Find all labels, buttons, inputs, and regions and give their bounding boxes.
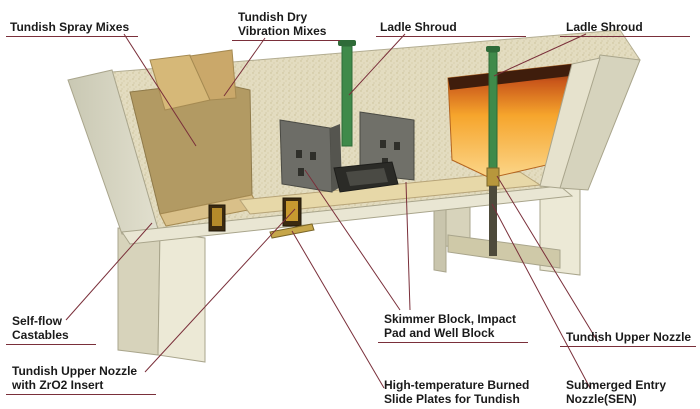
label-ladle-shroud-center-text: Ladle Shroud bbox=[380, 20, 457, 34]
molten-steel-chamber bbox=[447, 57, 601, 189]
label-ladle-shroud-center: Ladle Shroud bbox=[380, 20, 457, 34]
label-self-flow-line1: Self-flow bbox=[12, 314, 62, 328]
label-slide-plates-line1: High-temperature Burned bbox=[384, 378, 530, 392]
label-upper-nozzle-zro2: Tundish Upper Nozzle with ZrO2 Insert bbox=[12, 364, 137, 392]
underline-dry-vibration bbox=[232, 40, 340, 41]
underline-ladle-shroud-center bbox=[376, 36, 526, 37]
label-dry-line2: Vibration Mixes bbox=[238, 24, 327, 38]
label-upper-nozzle-right-text: Tundish Upper Nozzle bbox=[566, 330, 692, 344]
ladle-shroud-center bbox=[338, 40, 356, 147]
label-slide-plates: High-temperature Burned Slide Plates for… bbox=[384, 378, 529, 406]
skimmer-blocks bbox=[279, 111, 415, 193]
label-ladle-shroud-right-text: Ladle Shroud bbox=[566, 20, 643, 34]
label-sen-line2: Nozzle(SEN) bbox=[566, 392, 637, 406]
label-skimmer-line1: Skimmer Block, Impact bbox=[384, 312, 517, 326]
label-sen-line1: Submerged Entry bbox=[566, 378, 667, 392]
underline-self-flow bbox=[6, 344, 96, 345]
underline-ladle-shroud-right bbox=[560, 36, 690, 37]
label-skimmer-line2: Pad and Well Block bbox=[384, 326, 495, 340]
ladle-shroud-right bbox=[486, 46, 500, 256]
underline-spray-mixes bbox=[6, 36, 138, 37]
label-zro2-line1: Tundish Upper Nozzle bbox=[12, 364, 138, 378]
label-tundish-upper-nozzle-right: Tundish Upper Nozzle bbox=[566, 330, 691, 344]
left-chamber-lining bbox=[129, 49, 259, 227]
label-dry-line1: Tundish Dry bbox=[238, 10, 308, 24]
label-ladle-shroud-right: Ladle Shroud bbox=[566, 20, 643, 34]
underline-skimmer bbox=[378, 342, 528, 343]
label-tundish-spray-mixes: Tundish Spray Mixes bbox=[10, 20, 129, 34]
label-tundish-spray-mixes-text: Tundish Spray Mixes bbox=[10, 20, 130, 34]
underline-zro2 bbox=[6, 394, 156, 395]
label-self-flow-castables: Self-flow Castables bbox=[12, 314, 69, 342]
label-slide-plates-line2: Slide Plates for Tundish bbox=[384, 392, 520, 406]
leader-lines bbox=[65, 33, 599, 389]
underline-upper-nozzle-right bbox=[560, 346, 696, 347]
label-submerged-entry-nozzle: Submerged Entry Nozzle(SEN) bbox=[566, 378, 666, 406]
label-self-flow-line2: Castables bbox=[12, 328, 69, 342]
label-tundish-dry-vibration-mixes: Tundish Dry Vibration Mixes bbox=[238, 10, 326, 38]
label-zro2-line2: with ZrO2 Insert bbox=[12, 378, 104, 392]
label-skimmer-block: Skimmer Block, Impact Pad and Well Block bbox=[384, 312, 516, 340]
